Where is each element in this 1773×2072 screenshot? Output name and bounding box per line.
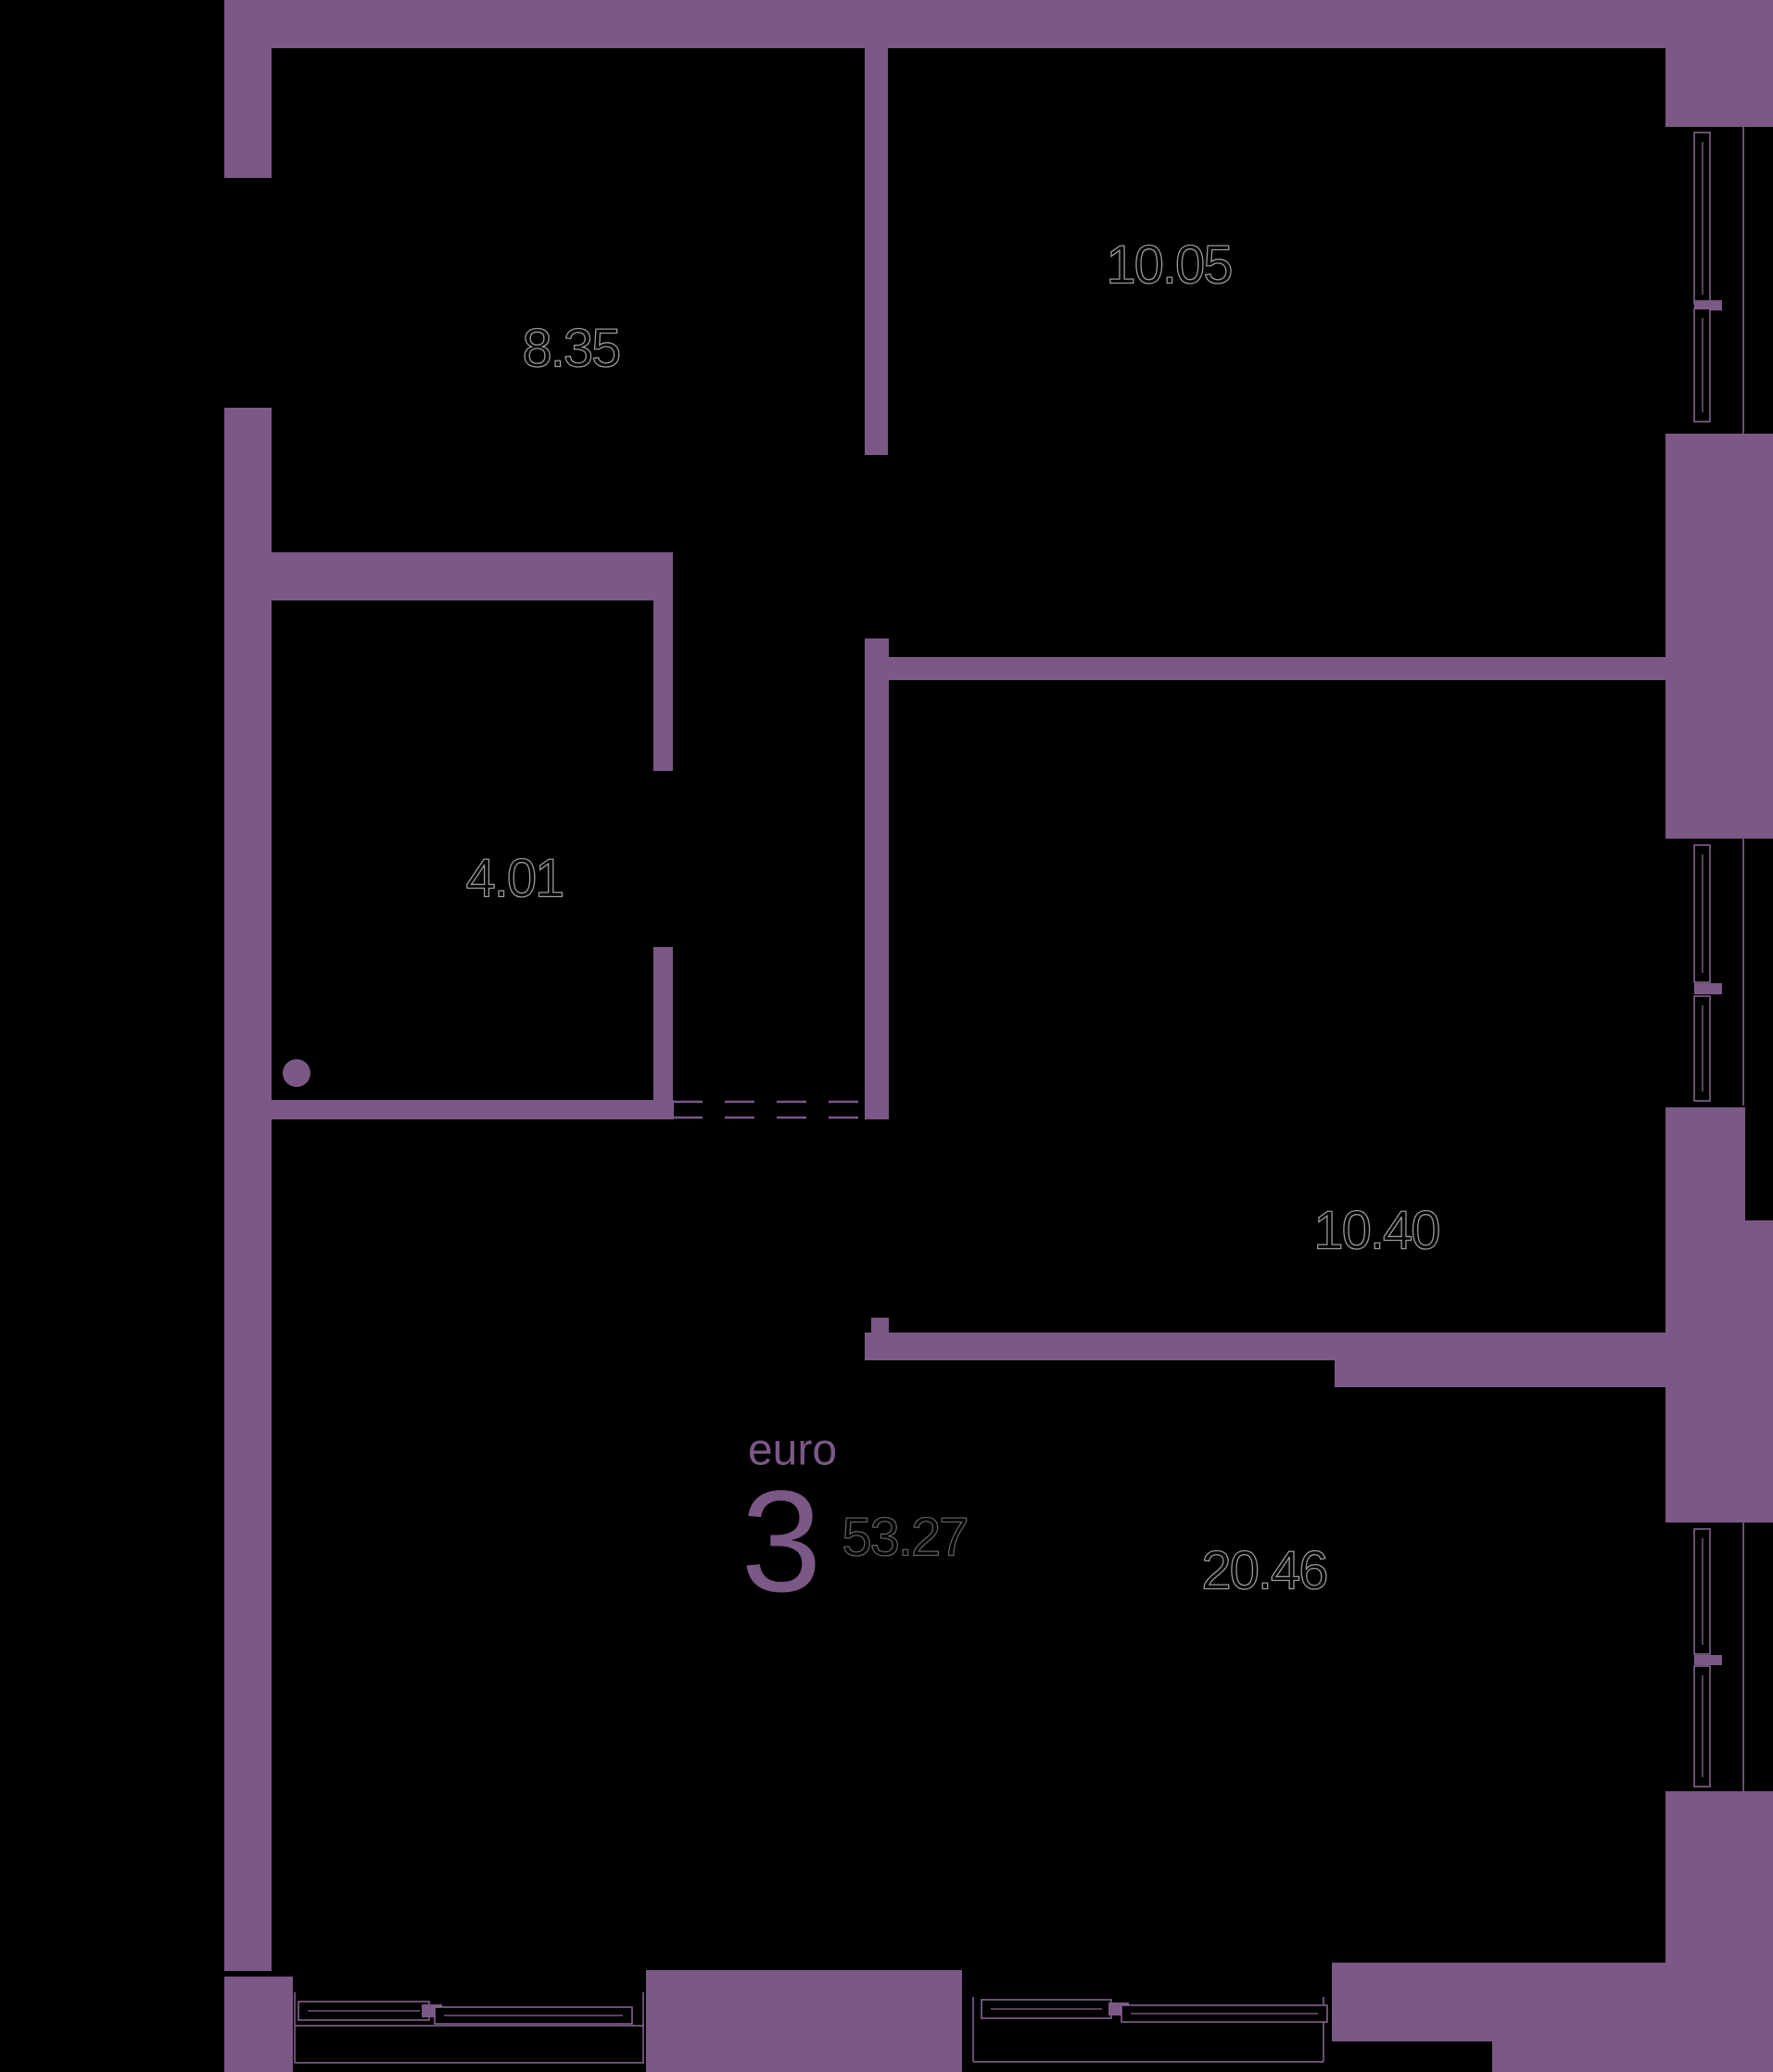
room-area-label: 10.05 [1106, 235, 1231, 296]
wall-left-threshold-slit [224, 1971, 272, 1977]
wall-midright-room-top [889, 657, 1665, 680]
wall-right-upper [1665, 434, 1773, 839]
door-hinge-dot [283, 1059, 310, 1087]
window-sash-connector [1694, 300, 1722, 310]
unit-category-label: euro [748, 1426, 837, 1475]
room-area-label: 10.40 [1313, 1201, 1438, 1261]
window-sash-connector [1694, 1655, 1722, 1665]
wall-corridor-stub [871, 1318, 889, 1333]
unit-rooms-count: 3 [741, 1461, 822, 1623]
wall-bottom-left-block [224, 1977, 293, 2072]
room-area-label: 20.46 [1201, 1541, 1326, 1601]
wall-corridor-right [865, 638, 889, 1119]
wall-right-middle-notch [1745, 1107, 1773, 1220]
window-sash-connector [1694, 983, 1722, 994]
wall-left-main [224, 408, 272, 1971]
wall-top [224, 0, 1773, 48]
wall-left-upper [224, 0, 272, 178]
room-area-label: 8.35 [523, 319, 620, 379]
wall-storage-right-lower [653, 947, 673, 1119]
wall-divider-top-rooms [865, 48, 888, 455]
wall-midright-room-bottom-step [1335, 1360, 1665, 1387]
wall-storage-top [272, 552, 673, 600]
unit-total-area: 53.27 [842, 1508, 967, 1568]
wall-storage-bottom [272, 1100, 674, 1119]
room-area-label: 4.01 [466, 849, 564, 909]
wall-storage-right-upper [653, 600, 673, 771]
wall-right-lower [1665, 1791, 1773, 2072]
wall-bottom-middle-block [646, 1970, 962, 2072]
wall-top-right-corner [1665, 48, 1773, 127]
wall-midright-room-bottom [865, 1333, 1665, 1360]
